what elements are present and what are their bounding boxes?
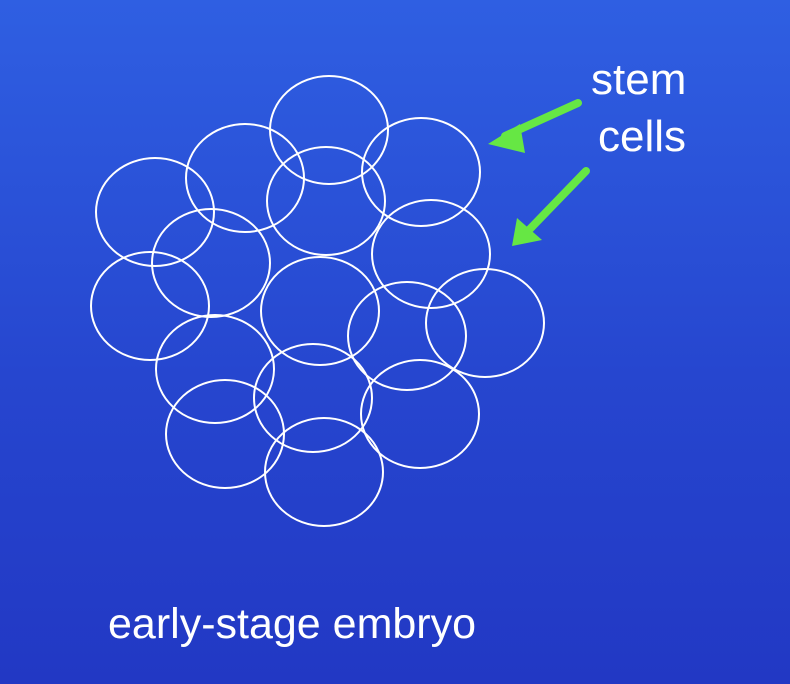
stem-label-line-2: cells bbox=[598, 112, 687, 161]
stem-label-line-1: stem bbox=[591, 55, 687, 104]
cell bbox=[155, 314, 275, 424]
cell bbox=[165, 379, 285, 489]
cell bbox=[264, 417, 384, 527]
cell bbox=[90, 251, 210, 361]
lower-arrow-shaft bbox=[524, 167, 590, 235]
cell bbox=[269, 75, 389, 185]
cell bbox=[361, 117, 481, 227]
cell bbox=[95, 157, 215, 267]
cell bbox=[360, 359, 480, 469]
stem-cell-arrows bbox=[488, 99, 590, 246]
lower-arrow-head-icon bbox=[512, 218, 542, 246]
cell bbox=[185, 123, 305, 233]
cell bbox=[260, 256, 380, 366]
diagram-caption: early-stage embryo bbox=[108, 600, 477, 648]
cell bbox=[253, 343, 373, 453]
cell bbox=[347, 281, 467, 391]
upper-arrow-head-icon bbox=[488, 124, 525, 153]
cell bbox=[151, 208, 271, 318]
cell bbox=[425, 268, 545, 378]
cell-cluster bbox=[90, 75, 545, 527]
cell bbox=[371, 199, 491, 309]
cell bbox=[266, 146, 386, 256]
